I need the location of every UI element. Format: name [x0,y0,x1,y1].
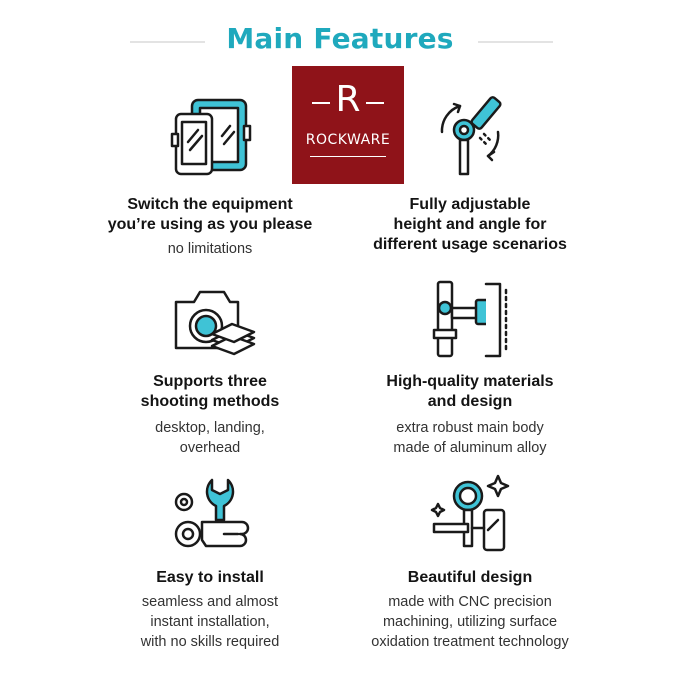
desc-line: extra robust main body [396,420,544,436]
wrench-hand-icon [172,476,252,558]
logo-letter: R [335,79,361,120]
title-row: Main Features [0,22,680,62]
heading-line: Easy to install [156,569,264,586]
logo-word: ROCKWARE [305,132,391,148]
heading-line: Switch the equipment [127,196,293,213]
feature-beautiful-design: Beautiful design made with CNC precision… [320,568,620,652]
logo-bar-left [312,102,330,104]
logo-underline [310,156,386,157]
rockware-logo: R ROCKWARE [292,66,404,184]
heading-line: and design [427,393,513,410]
heading-line: Beautiful design [407,569,533,586]
phone-holder-sparkle-icon [428,470,520,556]
desc-line: made with CNC precision [388,594,552,610]
feature-desc: extra robust main body made of aluminum … [320,418,620,458]
desc-line: instant installation, [150,614,270,630]
tablet-phone-icon [170,96,252,178]
page-title: Main Features [226,22,454,55]
mount-clamp-icon [430,278,514,364]
feature-easy-install: Easy to install seamless and almost inst… [60,568,360,652]
desc-line: seamless and almost [141,594,279,610]
feature-desc: no limitations [60,239,360,259]
heading-line: High-quality materials [386,373,554,390]
desc-line: machining, utilizing surface [382,614,558,630]
desc-line: overhead [179,440,241,456]
desc-line: with no skills required [140,634,280,650]
adjustable-arm-icon [430,92,518,180]
title-divider-right [478,41,553,43]
desc-line: made of aluminum alloy [393,440,547,456]
heading-line: height and angle for [393,216,547,233]
feature-heading: Fully adjustable height and angle for di… [320,195,620,255]
feature-shooting-methods: Supports three shooting methods desktop,… [60,372,360,458]
feature-heading: Beautiful design [320,568,620,588]
desc-line: no limitations [167,241,253,257]
feature-heading: Supports three shooting methods [60,372,360,412]
feature-heading: Switch the equipment you’re using as you… [60,195,360,235]
feature-desc: seamless and almost instant installation… [60,592,360,652]
feature-desc: desktop, landing, overhead [60,418,360,458]
camera-stack-icon [172,282,260,364]
feature-adjustable: Fully adjustable height and angle for di… [320,195,620,255]
heading-line: you’re using as you please [107,216,313,233]
feature-desc: made with CNC precision machining, utili… [320,592,620,652]
logo-bar-right [366,102,384,104]
heading-line: shooting methods [140,393,280,410]
feature-heading: High-quality materials and design [320,372,620,412]
feature-heading: Easy to install [60,568,360,588]
desc-line: desktop, landing, [155,420,265,436]
feature-switch-equipment: Switch the equipment you’re using as you… [60,195,360,259]
feature-materials: High-quality materials and design extra … [320,372,620,458]
heading-line: Fully adjustable [409,196,531,213]
heading-line: different usage scenarios [373,236,567,253]
desc-line: oxidation treatment technology [371,634,569,650]
title-divider-left [130,41,205,43]
heading-line: Supports three [153,373,267,390]
